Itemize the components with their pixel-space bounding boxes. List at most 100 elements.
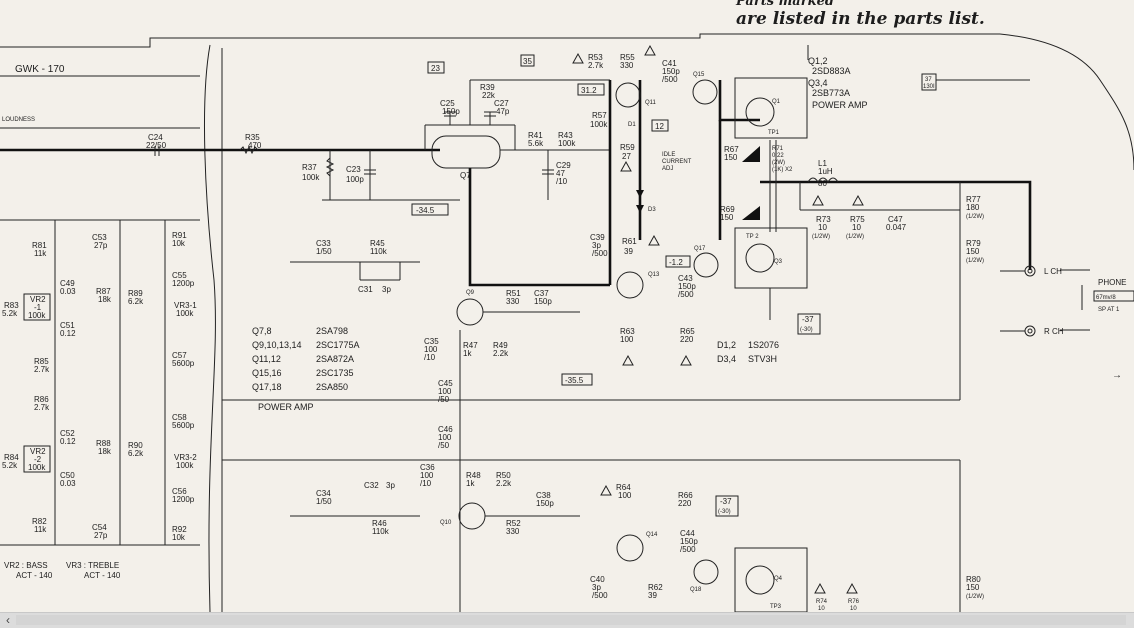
r73-val: 10 (818, 223, 827, 232)
r65-val: 220 (680, 335, 694, 344)
tlist-2-part: 2SC1775A (316, 340, 360, 350)
r75-watt: (1/2W) (846, 234, 864, 240)
dlist-2-part: STV3H (748, 354, 777, 364)
output-box-mid (734, 227, 808, 289)
c35-ref: C35 (424, 337, 439, 346)
r91-ref: R91 (172, 231, 187, 240)
r81-val: 11k (34, 249, 47, 258)
header-note-partial: Parts marked (735, 0, 834, 9)
warning-marker-2-icon (742, 206, 760, 220)
q3-symbol (745, 243, 775, 273)
warning-marker-1-icon (742, 146, 760, 162)
r73-ref: R73 (816, 215, 831, 224)
q4-ref: Q4 (774, 576, 783, 582)
c47-val: 0.047 (886, 223, 907, 232)
r66-val: 220 (678, 499, 692, 508)
dlist-1-part: 1S2076 (748, 340, 779, 350)
r64-ref: R64 (616, 483, 631, 492)
r85-ref: R85 (34, 357, 49, 366)
c43-val: 150p (678, 282, 696, 291)
q11-symbol (615, 82, 641, 108)
c23-val: 100p (346, 175, 364, 184)
r76-val: 10 (850, 606, 857, 612)
scrollbar-thumb[interactable] (16, 615, 1126, 625)
c45-ref: C45 (438, 379, 453, 388)
horizontal-scrollbar[interactable]: ‹ (0, 612, 1134, 628)
c25-val: 150p (442, 107, 460, 116)
label-gwk: GWK - 170 (15, 64, 65, 75)
q4-symbol (745, 565, 775, 595)
voltage-1: -34.5 (416, 206, 435, 215)
r89-val: 6.2k (128, 297, 144, 306)
r83-ref: R83 (4, 301, 19, 310)
q11-ref: Q11 (645, 100, 657, 106)
voltage-5b: (-30) (718, 509, 731, 515)
output-list-2-ref: Q3,4 (808, 78, 828, 88)
q1-ref: Q1 (772, 99, 781, 105)
voltage-2: -1.2 (669, 258, 683, 267)
c44-val: 150p (680, 537, 698, 546)
r51-ref: R51 (506, 289, 521, 298)
c55-ref: C55 (172, 271, 187, 280)
scroll-left-button[interactable]: ‹ (6, 613, 10, 627)
r92-ref: R92 (172, 525, 187, 534)
c36-val: 100 (420, 471, 434, 480)
c58-val: 5600p (172, 421, 195, 430)
phone-level-box (1093, 290, 1134, 302)
r79-val: 150 (966, 247, 980, 256)
vr3-label-b: ACT - 140 (84, 571, 121, 580)
tlist-5-part: 2SA850 (316, 382, 348, 392)
tlist-4-ref: Q15,16 (252, 368, 282, 378)
q10-symbol (458, 502, 486, 530)
c36-ref: C36 (420, 463, 435, 472)
c49-val: 0.03 (60, 287, 76, 296)
c27-ref: C27 (494, 99, 509, 108)
output-list-1-ref: Q1,2 (808, 56, 828, 66)
r87-val: 18k (98, 295, 112, 304)
c46-ref: C46 (438, 425, 453, 434)
r67-ref: R67 (724, 145, 739, 154)
q14-symbol (616, 534, 644, 562)
r66-ref: R66 (678, 491, 693, 500)
r57-ref: R57 (592, 111, 607, 120)
vr2-2-box (23, 445, 51, 473)
c53-ref: C53 (92, 233, 107, 242)
diode-3-icon (636, 205, 644, 213)
r79-ref: R79 (966, 239, 981, 248)
c24-val: 22/50 (146, 141, 167, 150)
q13-symbol (616, 271, 644, 299)
r64-val: 100 (618, 491, 632, 500)
voltage-box-5 (715, 495, 739, 517)
vr32-val: 100k (176, 461, 194, 470)
r71-val: 0.22 (772, 153, 784, 159)
c33-ref: C33 (316, 239, 331, 248)
r52-ref: R52 (506, 519, 521, 528)
voltage-5: -37 (720, 497, 732, 506)
voltage-4b: (-30) (800, 327, 813, 333)
voltage-box-6 (577, 83, 605, 96)
box-37-sub: 130I (923, 84, 935, 90)
tlist-3-part: 2SA872A (316, 354, 354, 364)
tp1-ref: TP1 (768, 130, 780, 136)
d1-ref: D1 (628, 122, 636, 128)
label-phone-sp: SP AT 1 (1098, 307, 1120, 313)
c25-ref: C25 (440, 99, 455, 108)
label-box-37 (921, 73, 937, 91)
q1-symbol (745, 97, 775, 127)
schematic-viewport[interactable]: are listed in the parts list. Parts mark… (0, 0, 1134, 612)
r-ch-jack (1024, 325, 1036, 337)
c52-val: 0.12 (60, 437, 76, 446)
output-list-1-part: 2SD883A (812, 66, 851, 76)
r61-ref: R61 (622, 237, 637, 246)
output-list-title: POWER AMP (812, 100, 868, 110)
voltage-box-7 (651, 119, 669, 132)
idle-label-3: ADJ (662, 166, 673, 172)
box-23: 23 (431, 64, 440, 73)
r83-val: 5.2k (2, 309, 18, 318)
r35-ref: R35 (245, 133, 260, 142)
q15-symbol (692, 79, 718, 105)
c40-ref: C40 (590, 575, 605, 584)
q17-ref: Q17 (694, 246, 706, 252)
continuation-arrow-icon: → (1112, 370, 1122, 381)
r41-ref: R41 (528, 131, 543, 140)
